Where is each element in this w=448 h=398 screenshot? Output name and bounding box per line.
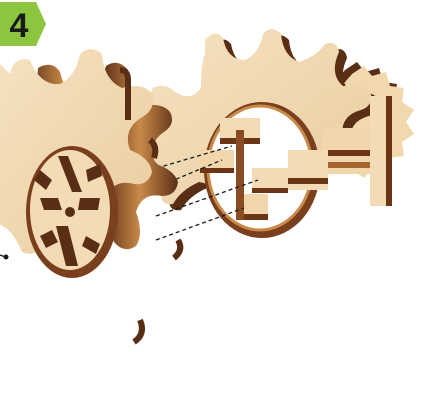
step-number-badge: 4 [0, 2, 46, 46]
step-number: 4 [0, 4, 38, 48]
guide-endpoint-dot [4, 255, 9, 260]
